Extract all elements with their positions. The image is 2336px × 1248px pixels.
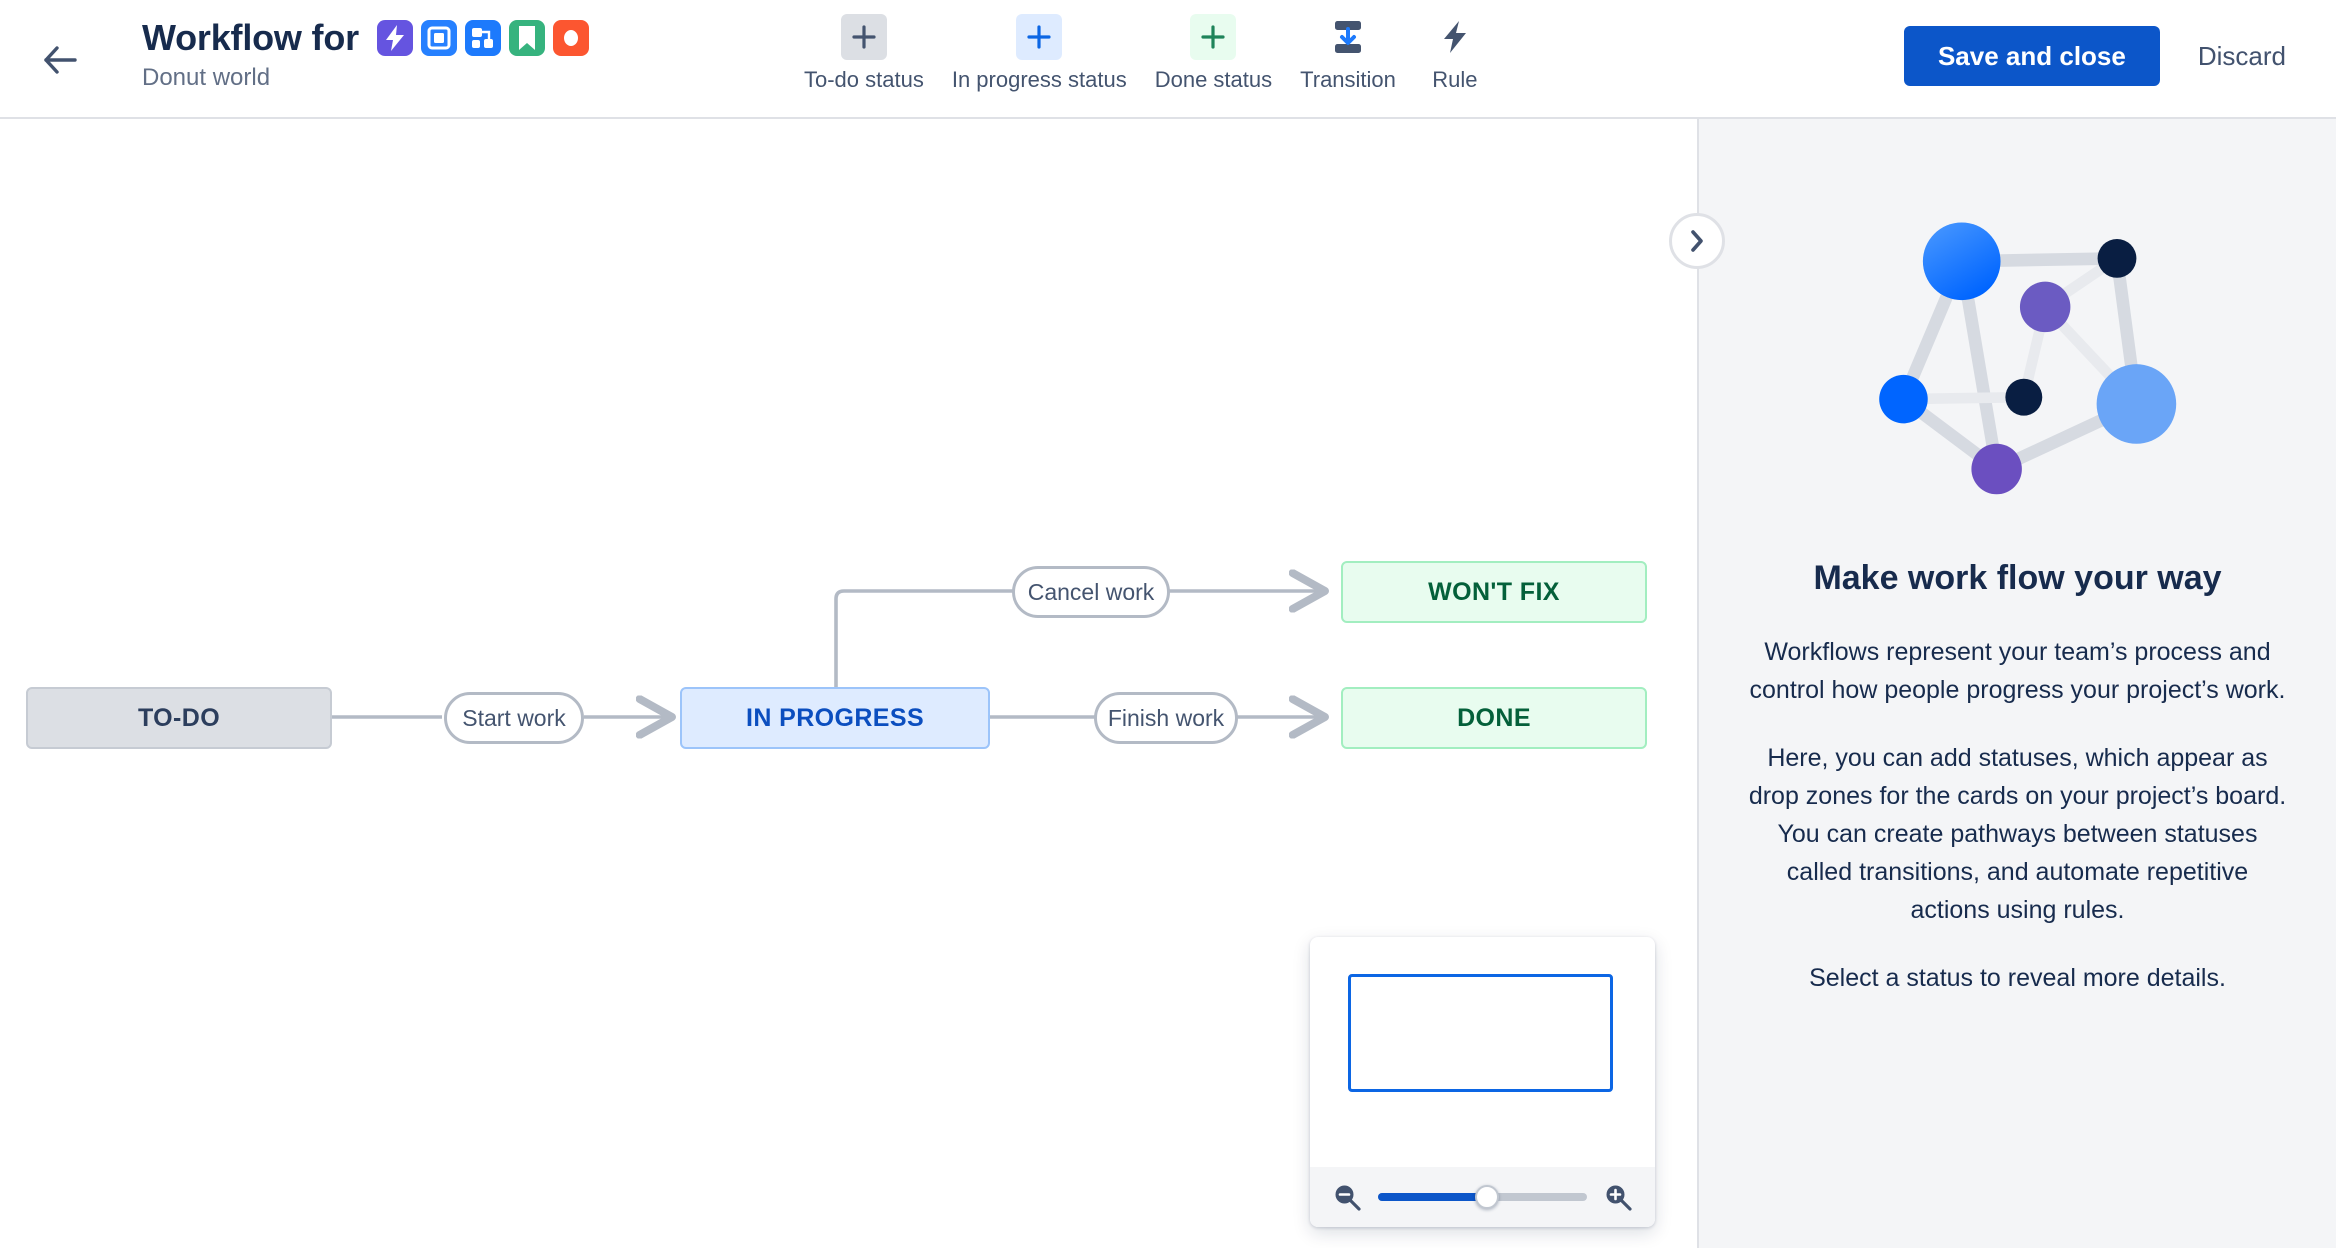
toolbar-label-rule: Rule [1432, 67, 1478, 92]
panel-paragraph-1: Workflows represent your team’s process … [1749, 638, 2286, 704]
panel-paragraph-3: Select a status to reveal more details. [1809, 964, 2226, 992]
info-side-panel: Make work flow your way Workflows repres… [1697, 119, 2336, 1248]
discard-button[interactable]: Discard [2178, 26, 2306, 86]
status-node-done[interactable]: DONE [1341, 687, 1647, 749]
plus-icon [1190, 14, 1237, 60]
workflow-canvas[interactable]: TO-DO IN PROGRESS WON'T FIX DONE Start w… [0, 119, 1697, 1248]
zoom-slider[interactable] [1378, 1185, 1587, 1209]
header-actions: Save and close Discard [1903, 26, 2306, 86]
circle-record-icon[interactable] [552, 20, 589, 56]
panel-paragraph-2: Here, you can add statuses, which appear… [1748, 744, 2287, 924]
toolbar-item-transition[interactable]: Transition [1286, 10, 1410, 97]
status-node-label: WON'T FIX [1428, 577, 1560, 606]
bolt-icon [1432, 14, 1478, 60]
zoom-slider-fill [1378, 1193, 1487, 1201]
back-button[interactable] [32, 32, 88, 88]
page-title: Workflow for [142, 17, 359, 58]
transition-label: Finish work [1107, 704, 1225, 731]
transition-label: Start work [462, 704, 566, 731]
illustration-node [2097, 238, 2136, 278]
title-block: Workflow for [142, 16, 589, 94]
board-square-icon[interactable] [420, 20, 457, 56]
status-node-in-progress[interactable]: IN PROGRESS [680, 687, 990, 749]
app-icon-group [376, 20, 589, 56]
page-subtitle: Donut world [142, 64, 271, 91]
transition-pill-finish-work[interactable]: Finish work [1094, 692, 1238, 744]
nodes-icon[interactable] [464, 20, 501, 56]
status-node-label: TO-DO [137, 703, 221, 732]
plus-icon [840, 14, 887, 60]
status-node-wont-fix[interactable]: WON'T FIX [1341, 561, 1647, 623]
transition-label: Cancel work [1027, 578, 1155, 605]
status-node-label: IN PROGRESS [745, 703, 925, 732]
zoom-out-icon[interactable] [1332, 1182, 1362, 1212]
chevron-right-icon [1691, 230, 1703, 252]
minimap-panel[interactable] [1310, 937, 1655, 1227]
illustration-node [1878, 374, 1928, 424]
panel-title: Make work flow your way [1813, 559, 2222, 597]
arrow-left-icon [44, 46, 77, 74]
toolbar-item-todo-status[interactable]: To-do status [790, 10, 938, 97]
transition-icon [1325, 14, 1371, 60]
plus-icon [1016, 14, 1063, 60]
toolbar-label-inprogress: In progress status [951, 67, 1127, 92]
zoom-controls [1310, 1167, 1655, 1227]
bookmark-icon[interactable] [508, 20, 545, 56]
toolbar-label-todo: To-do status [804, 67, 924, 92]
save-and-close-button[interactable]: Save and close [1903, 26, 2160, 86]
illustration-node [2019, 281, 2070, 333]
workflow-network-illustration [1878, 222, 2176, 495]
toolbar-item-done-status[interactable]: Done status [1141, 10, 1286, 97]
toolbar-item-rule[interactable]: Rule [1410, 10, 1500, 97]
zoom-slider-handle[interactable] [1474, 1185, 1499, 1209]
status-node-todo[interactable]: TO-DO [26, 687, 332, 749]
toolbar-item-inprogress-status[interactable]: In progress status [938, 10, 1141, 97]
illustration-node [1922, 222, 2001, 301]
illustration-node [2096, 364, 2176, 444]
toolbar-label-transition: Transition [1300, 67, 1396, 92]
workflow-edges [332, 119, 1697, 1248]
minimap-viewport-rect[interactable] [1348, 974, 1613, 1092]
illustration-node [2004, 378, 2042, 416]
status-node-label: DONE [1457, 703, 1531, 732]
illustration-node [1970, 443, 2022, 495]
transition-pill-cancel-work[interactable]: Cancel work [1012, 566, 1170, 618]
status-toolbar: To-do status In progress status Done sta… [790, 10, 1500, 97]
collapse-panel-button[interactable] [1669, 213, 1725, 269]
transition-pill-start-work[interactable]: Start work [444, 692, 584, 744]
toolbar-label-done: Done status [1154, 67, 1273, 92]
app-header: Workflow for [0, 0, 2336, 119]
automation-bolt-icon[interactable] [376, 20, 413, 56]
zoom-in-icon[interactable] [1603, 1182, 1633, 1212]
